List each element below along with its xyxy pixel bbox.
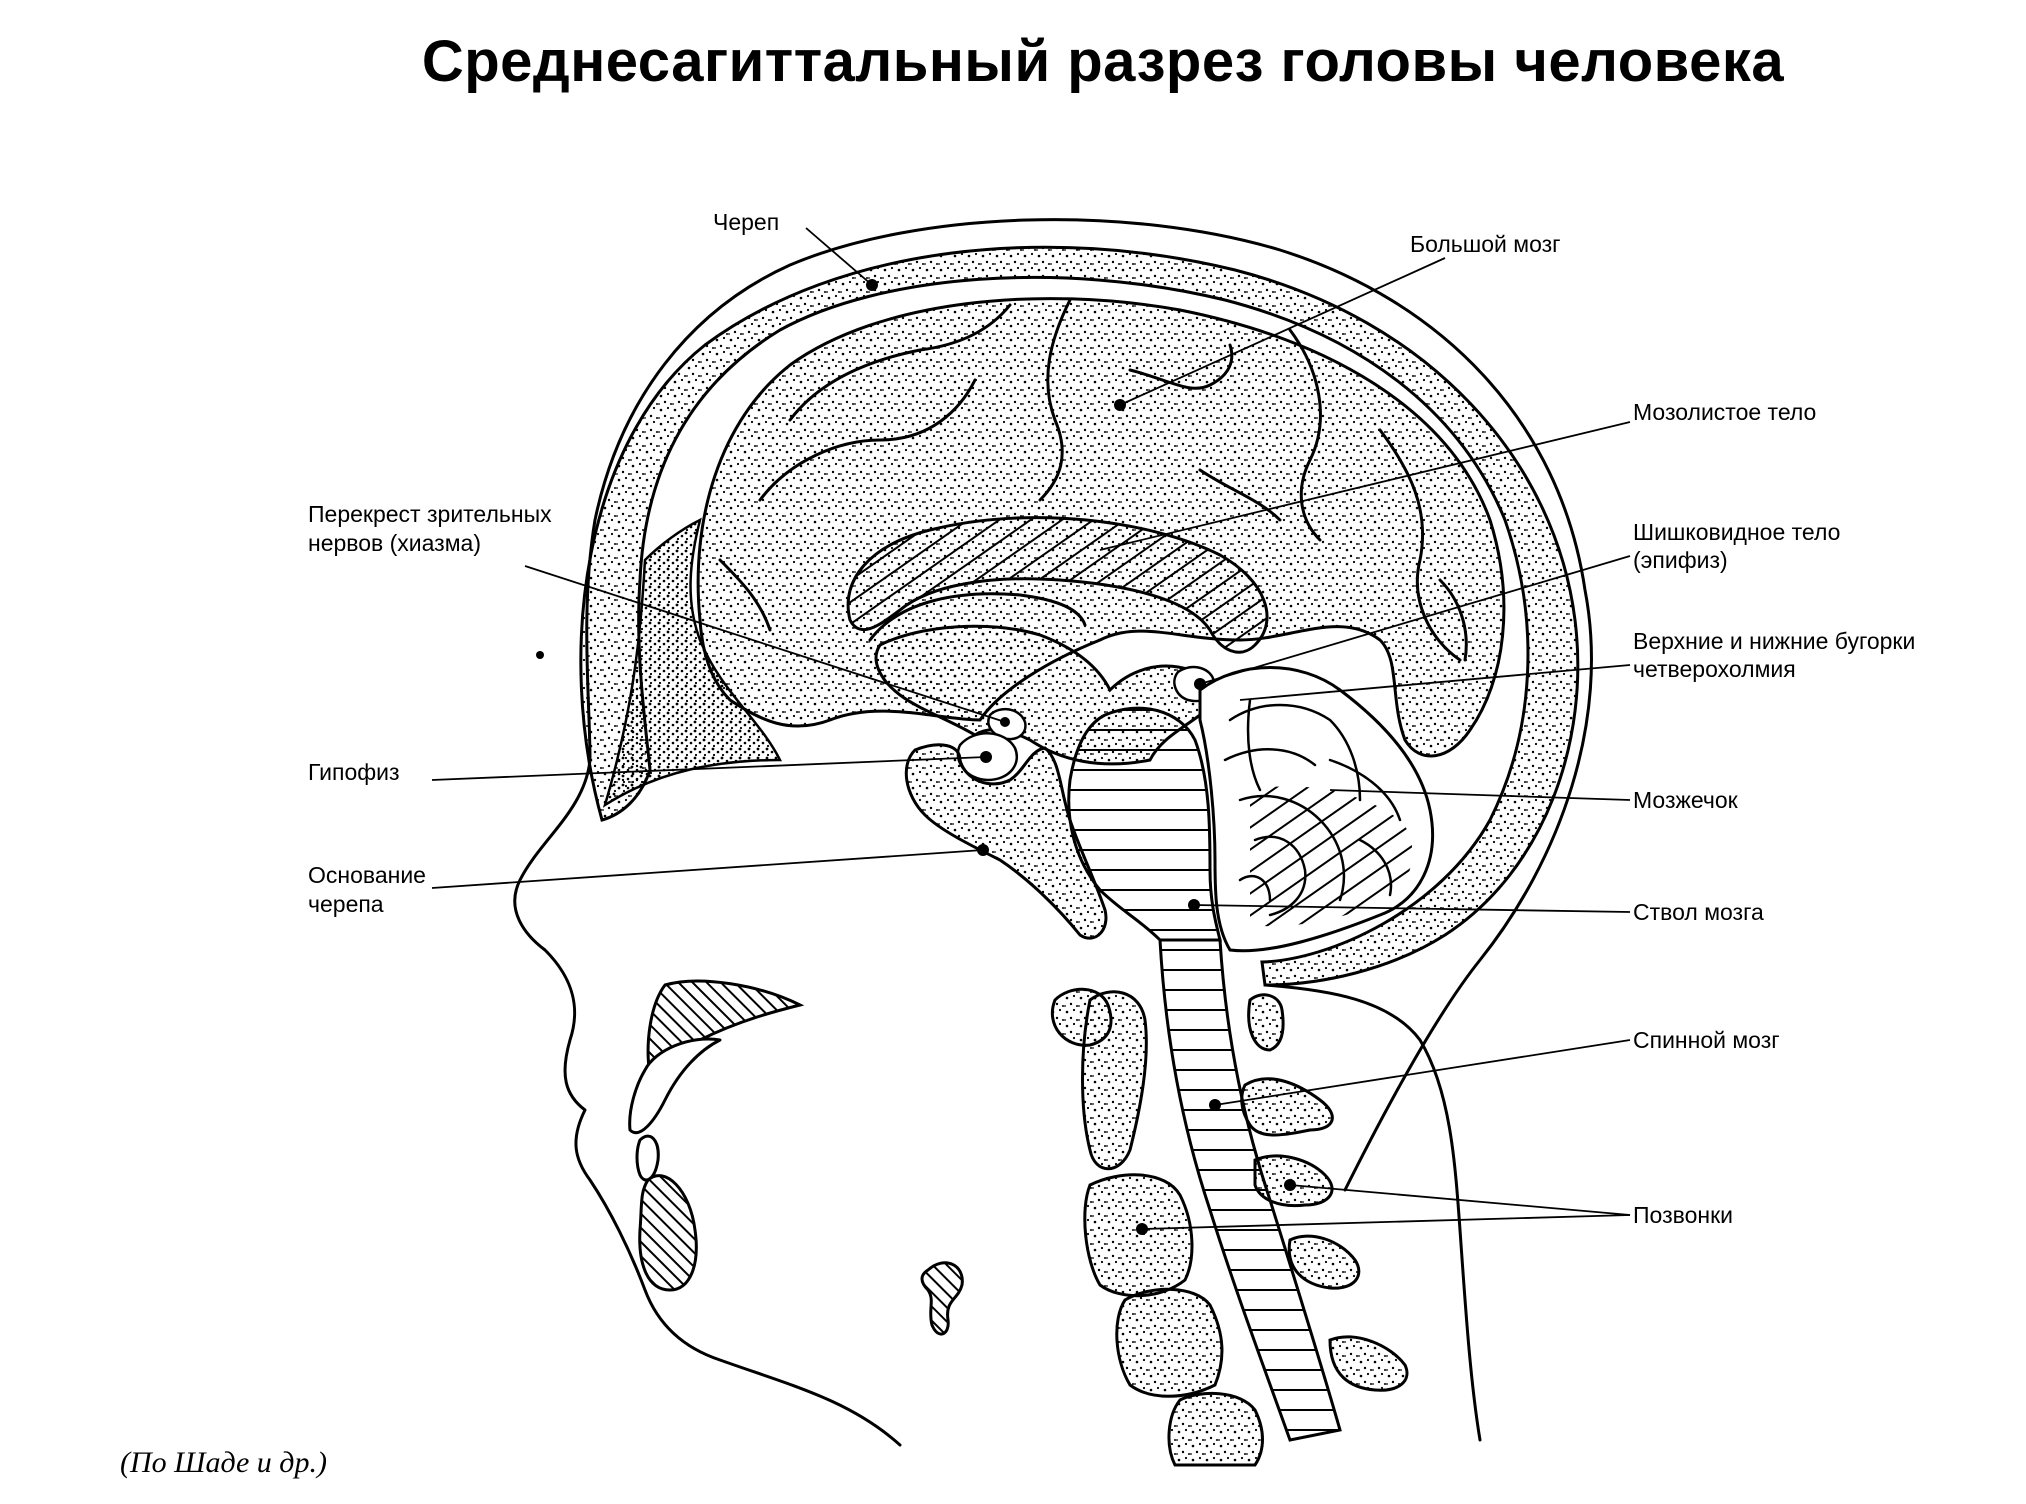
vertebrae-group [1050,987,1409,1467]
label-corpus-callosum: Мозолистое тело [1633,399,1816,425]
labels: Череп Большой мозг Мозолистое тело Шишко… [308,209,1915,1228]
vertebra-spinous-1 [1247,993,1285,1052]
label-skull-base-2: черепа [308,891,384,917]
vertebra-c3 [1083,1173,1194,1298]
label-chiasm-1: Перекрест зрительных [308,501,552,527]
label-cerebellum: Мозжечок [1633,787,1739,813]
vertebra-c4 [1115,1287,1224,1398]
hard-palate [628,1037,722,1134]
cerebellum-folia [1250,786,1413,927]
label-skull-base-1: Основание [308,862,426,888]
skull-frontal-thick [602,517,783,808]
label-pituitary: Гипофиз [308,759,400,785]
label-cerebrum: Большой мозг [1410,231,1561,257]
cerebellum-arbor [1223,698,1402,917]
fornix-arch [868,592,1087,642]
label-chiasm-2: нервов (хиазма) [308,530,481,556]
label-pineal-1: Шишковидное тело [1633,519,1840,545]
hyoid-bone [920,1261,964,1336]
cerebral-sulci [718,298,1468,662]
label-spinal-cord: Спинной мозг [1633,1027,1780,1053]
neck-back-outline [1263,983,1482,1442]
label-colliculi-2: четверохолмия [1633,656,1796,682]
leader-lines [431,227,1631,1230]
label-vertebrae: Позвонки [1633,1202,1733,1228]
lip-structure [635,1134,660,1182]
corpus-callosum [846,516,1269,654]
label-brainstem: Ствол мозга [1633,899,1764,925]
vertebra-spinous-2 [1240,1077,1334,1137]
vertebra-spinous-4 [1287,1234,1361,1290]
label-colliculi-1: Верхние и нижние бугорки [1633,628,1915,654]
tongue-tip [638,1174,698,1292]
vertebra-spinous-5 [1328,1335,1409,1392]
label-pineal-2: (эпифиз) [1633,547,1728,573]
nasal-concha [646,979,805,1079]
vertebra-c2 [1081,990,1148,1171]
label-skull: Череп [713,209,779,235]
skull-bone [579,245,1580,987]
diagram-title: Среднесагиттальный разрез головы человек… [421,29,1785,94]
vertebra-c5 [1167,1391,1264,1467]
source-credit: (По Шаде и др.) [120,1446,327,1479]
